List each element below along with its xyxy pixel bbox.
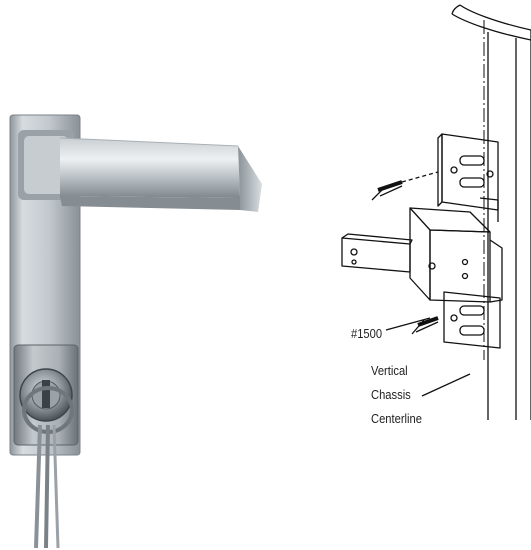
upper-screw-icon <box>371 171 439 201</box>
lower-mounting-plate <box>443 291 501 349</box>
lever-arm <box>59 137 262 212</box>
part-number-label: #1500 <box>351 326 383 341</box>
side-flange <box>341 233 413 273</box>
lower-screw-icon <box>411 316 439 335</box>
centerline-label-line-3: Centerline <box>371 411 422 426</box>
bracket-line-drawing <box>341 4 531 420</box>
chassis-edge <box>451 4 531 420</box>
centerline-label-line-1: Vertical <box>371 363 408 378</box>
upper-mounting-plate <box>437 133 499 211</box>
lever-handle-photo <box>9 114 262 549</box>
centerline-leader-line <box>421 373 471 397</box>
centerline-label-line-2: Chassis <box>371 387 411 402</box>
key <box>22 386 74 549</box>
part-leader-line <box>385 317 431 331</box>
